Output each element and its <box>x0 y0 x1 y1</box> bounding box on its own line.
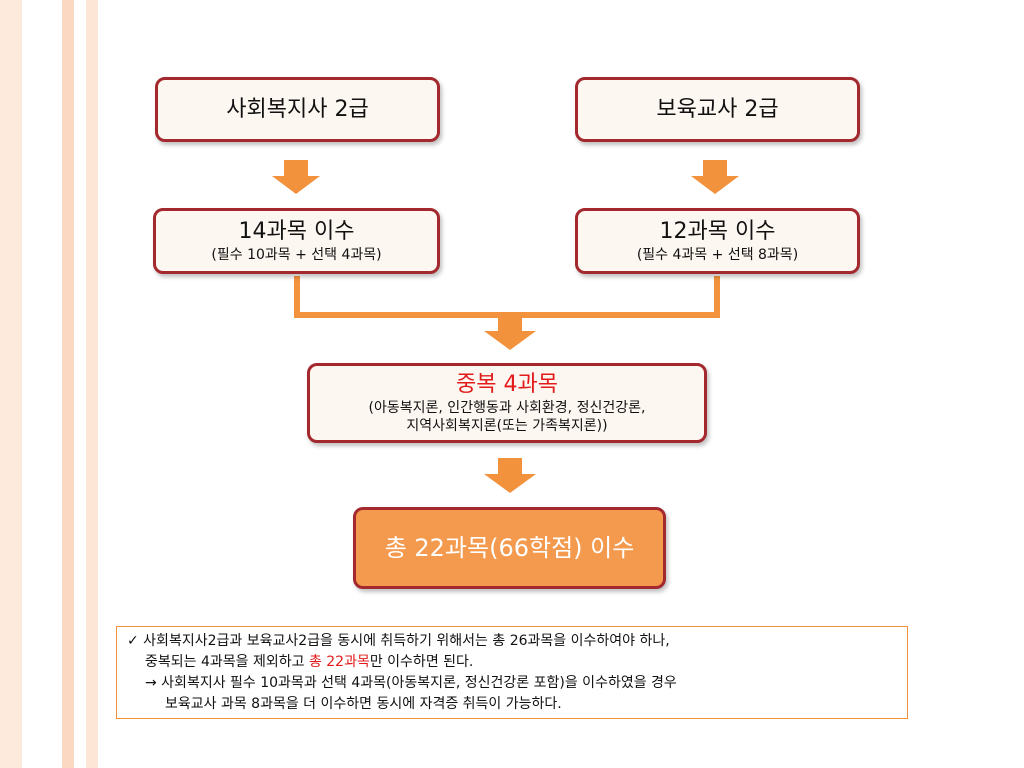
box-title: 12과목 이수 <box>659 219 776 245</box>
box-title: 보육교사 2급 <box>656 96 779 122</box>
merge-connector <box>294 276 720 318</box>
box-right-courses: 12과목 이수 (필수 4과목 + 선택 8과목) <box>575 208 860 274</box>
note-line-2: 중복되는 4과목을 제외하고 총 22과목만 이수하면 된다. <box>127 652 897 673</box>
box-title: 14과목 이수 <box>238 219 355 245</box>
arrow-down-icon <box>272 160 320 194</box>
decor-stripe-2 <box>62 0 74 768</box>
box-childcare-teacher: 보육교사 2급 <box>575 77 860 142</box>
arrow-down-icon <box>484 458 536 493</box>
note-line-4: 보육교사 과목 8과목을 더 이수하면 동시에 자격증 취득이 가능하다. <box>165 696 562 712</box>
decor-stripe-3 <box>86 0 98 768</box>
note-text: 만 이수하면 된다. <box>369 654 474 670</box>
box-subtitle: (필수 4과목 + 선택 8과목) <box>636 246 799 263</box>
box-total: 총 22과목(66학점) 이수 <box>353 507 666 589</box>
box-title: 총 22과목(66학점) 이수 <box>384 534 635 562</box>
arrow-down-icon <box>691 160 739 194</box>
box-left-courses: 14과목 이수 (필수 10과목 + 선택 4과목) <box>153 208 440 274</box>
box-subtitle-line1: (아동복지론, 인간행동과 사회환경, 정신건강론, <box>368 399 646 416</box>
box-subtitle: (필수 10과목 + 선택 4과목) <box>211 246 382 263</box>
box-overlap: 중복 4과목 (아동복지론, 인간행동과 사회환경, 정신건강론, 지역사회복지… <box>307 363 707 443</box>
note-line-3: → 사회복지사 필수 10과목과 선택 4과목(아동복지론, 정신건강론 포함)… <box>145 675 677 691</box>
note-line-1: ✓ 사회복지사2급과 보육교사2급을 동시에 취득하기 위해서는 총 26과목을… <box>127 633 670 649</box>
box-title: 사회복지사 2급 <box>226 96 369 122</box>
box-social-worker: 사회복지사 2급 <box>155 77 440 142</box>
decor-stripe-1 <box>0 0 22 768</box>
note-highlight: 총 22과목 <box>308 654 370 670</box>
note-text: 중복되는 4과목을 제외하고 <box>145 654 309 670</box>
box-title: 중복 4과목 <box>456 372 558 398</box>
note-box: ✓ 사회복지사2급과 보육교사2급을 동시에 취득하기 위해서는 총 26과목을… <box>116 626 908 719</box>
arrow-down-icon <box>484 318 536 350</box>
box-subtitle-line2: 지역사회복지론(또는 가족복지론)) <box>406 417 608 434</box>
